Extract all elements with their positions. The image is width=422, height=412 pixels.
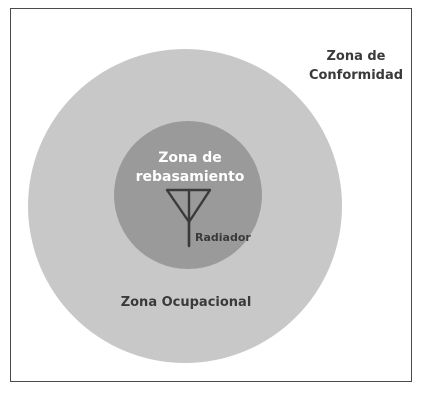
conformity-zone-label-line1: Zona de (326, 49, 385, 64)
radiator-label: Radiador (195, 231, 251, 244)
conformity-zone-label-line2: Conformidad (309, 68, 403, 83)
radiator-antenna-icon (165, 188, 212, 248)
exceedance-zone-label-line1: Zona de (158, 150, 222, 166)
occupational-zone-label: Zona Ocupacional (121, 295, 252, 310)
exceedance-zone-label-line2: rebasamiento (136, 169, 245, 185)
